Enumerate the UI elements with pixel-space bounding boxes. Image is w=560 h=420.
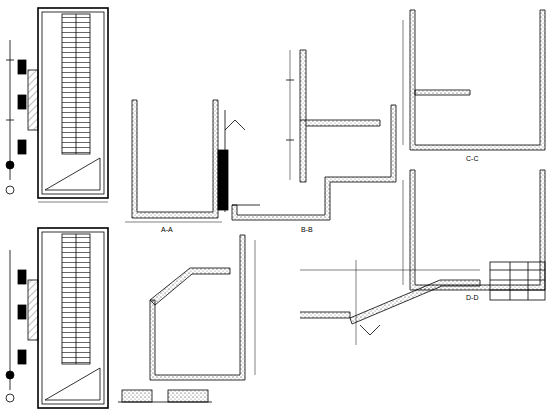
section-label: D-D [465, 294, 479, 301]
stair-plan-lower [6, 228, 108, 408]
detail-sketches [118, 390, 212, 402]
schedule-table [490, 262, 545, 300]
section-label: C-C [465, 155, 479, 162]
section-c [403, 10, 545, 150]
section-a [125, 100, 245, 222]
section-b [232, 50, 396, 220]
section-e [150, 235, 255, 380]
section-d [403, 170, 545, 290]
stair-section [300, 260, 480, 345]
section-label: B-B [300, 226, 314, 233]
section-label: A-A [160, 226, 174, 233]
stair-plan-upper [6, 8, 108, 202]
